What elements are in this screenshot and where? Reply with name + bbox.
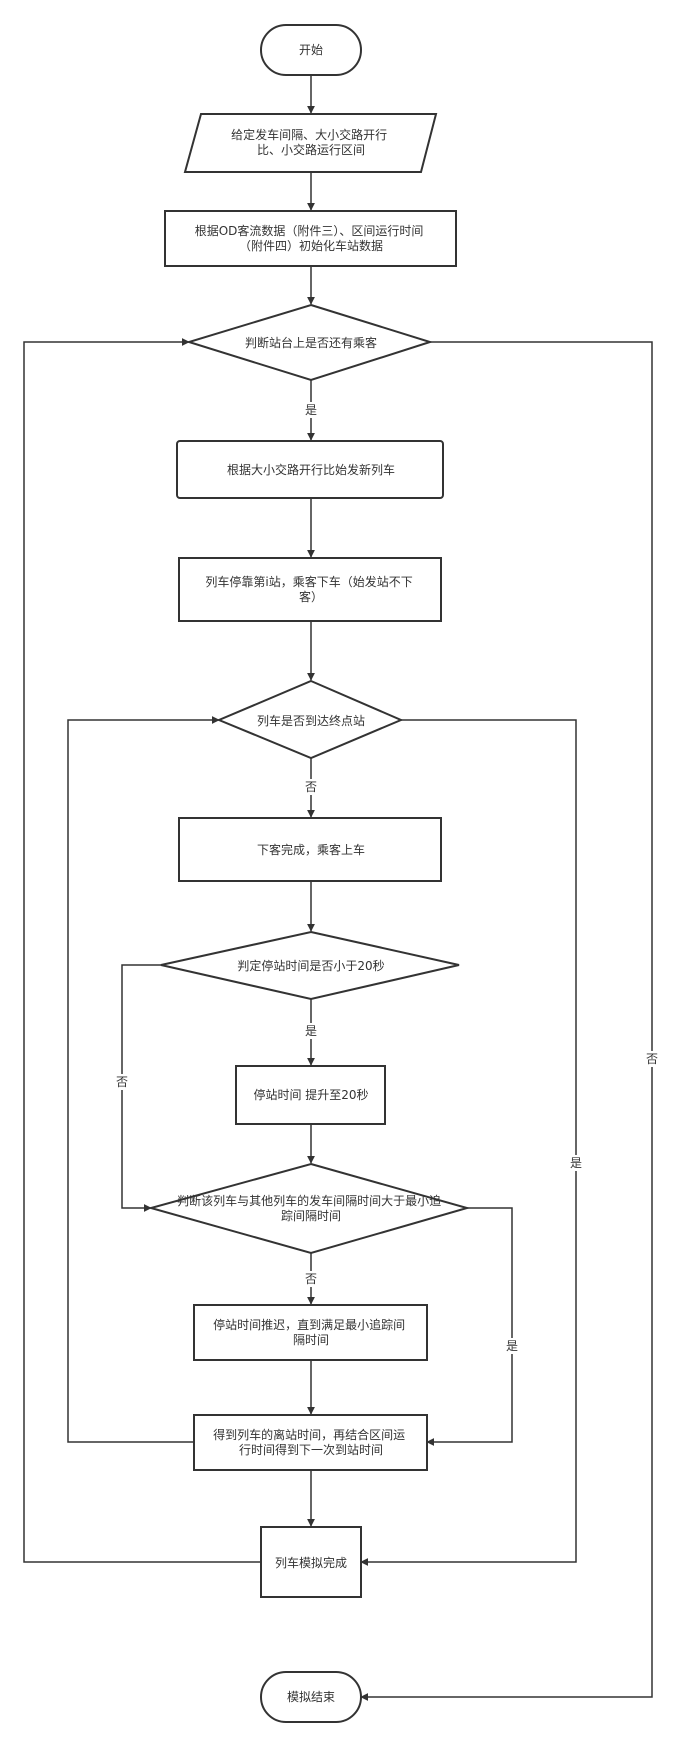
edge-headway-yes-to-compute — [426, 1207, 513, 1446]
edge-label-passengers-yes: 是 — [305, 403, 317, 417]
edge-done-loop-to-check-passengers — [23, 338, 261, 1563]
train-stop-node[interactable] — [178, 557, 442, 622]
train-stop-label: 列车停靠第i站，乘客下车（始发站不下 客） — [205, 574, 416, 604]
train-done-label: 列车模拟完成 — [275, 1555, 347, 1570]
edge-labels: 是 否 否 是 是 否 否 是 — [114, 402, 660, 1354]
edge-label-dwell-yes: 是 — [305, 1024, 317, 1038]
dispatch-train-node[interactable] — [176, 440, 444, 499]
node-labels: 开始 给定发车间隔、大小交路开行 比、小交路运行区间 根据OD客流数据（附件三）… — [177, 43, 445, 1704]
check-terminal-label: 列车是否到达终点站 — [257, 713, 365, 728]
delay-dwell-node[interactable] — [193, 1304, 428, 1361]
compute-times-label: 得到列车的离站时间，再结合区间运 行时间得到下一次到站时间 — [213, 1427, 409, 1457]
init-data-node[interactable] — [164, 210, 457, 267]
boarding-label: 下客完成，乘客上车 — [257, 842, 365, 857]
check-dwell-label: 判定停站时间是否小于20秒 — [237, 958, 384, 973]
start-node[interactable] — [260, 24, 362, 76]
check-passengers-node[interactable] — [185, 303, 434, 382]
delay-dwell-label: 停站时间推迟，直到满足最小追踪间 隔时间 — [213, 1317, 409, 1347]
edge-label-passengers-no: 否 — [646, 1052, 658, 1066]
check-terminal-node[interactable] — [216, 679, 404, 760]
boarding-node[interactable] — [178, 817, 442, 882]
edge-label-headway-yes: 是 — [506, 1339, 518, 1353]
check-headway-label: 判断该列车与其他列车的发车间隔时间大于最小追 踪间隔时间 — [177, 1193, 445, 1223]
input-params-node[interactable] — [183, 113, 438, 173]
edge-terminal-yes-to-done — [360, 719, 577, 1566]
start-label: 开始 — [299, 43, 323, 57]
init-data-label: 根据OD客流数据（附件三）、区间运行时间 （附件四）初始化车站数据 — [195, 223, 428, 253]
edges — [23, 75, 653, 1701]
train-done-node[interactable] — [260, 1526, 362, 1598]
edge-compute-loop-to-terminal — [67, 716, 220, 1443]
end-label: 模拟结束 — [287, 1690, 335, 1704]
nodes — [147, 24, 471, 1723]
edge-passengers-no-to-end — [360, 341, 653, 1701]
check-dwell-node[interactable] — [160, 930, 460, 1001]
raise-dwell-node[interactable] — [235, 1065, 386, 1125]
compute-times-node[interactable] — [193, 1414, 428, 1471]
check-passengers-label: 判断站台上是否还有乘客 — [245, 335, 377, 350]
input-params-label: 给定发车间隔、大小交路开行 比、小交路运行区间 — [231, 127, 391, 157]
raise-dwell-label: 停站时间 提升至20秒 — [253, 1087, 368, 1102]
edge-label-terminal-yes: 是 — [570, 1156, 582, 1170]
check-headway-node[interactable] — [147, 1162, 471, 1255]
edge-label-headway-no: 否 — [305, 1272, 317, 1286]
edge-label-terminal-no: 否 — [305, 780, 317, 794]
end-node[interactable] — [260, 1671, 362, 1723]
dispatch-train-label: 根据大小交路开行比始发新列车 — [227, 462, 395, 477]
edge-label-dwell-no: 否 — [116, 1075, 128, 1089]
